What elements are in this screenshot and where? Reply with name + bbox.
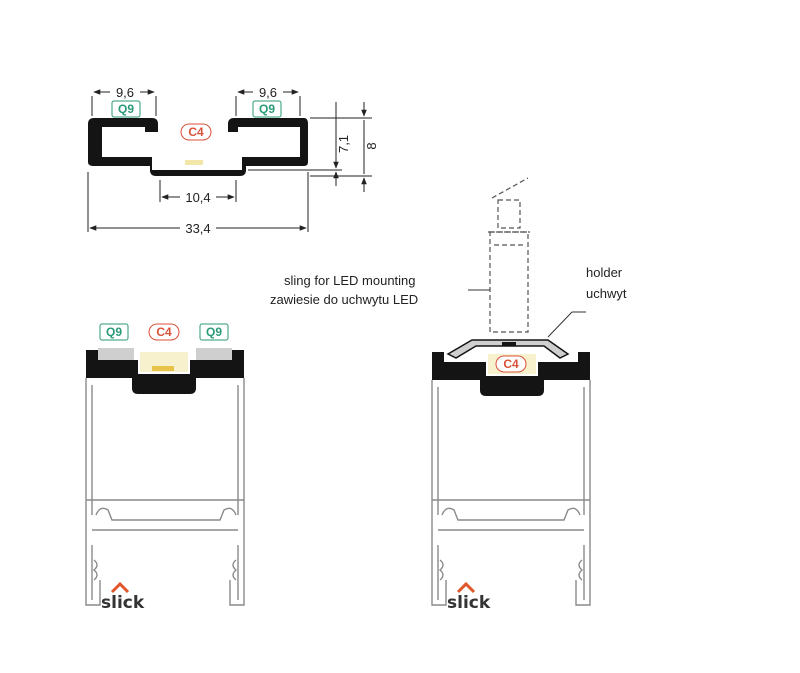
left-tag-c4-frame [148,323,180,341]
right-profile-view: sling for LED mounting zawiesie do uchwy… [270,177,627,613]
left-led-strip [152,366,174,371]
right-tag-c4: C4 [503,357,519,371]
left-profile-top [86,350,244,394]
dim-left-label: 9,6 [116,85,134,100]
right-holder [446,339,570,359]
tag-q9-left: Q9 [118,102,134,116]
tag-q9-right: Q9 [259,102,275,116]
tag-q9-right-frame [252,100,282,118]
left-brand-logo: slick [101,593,145,613]
top-led-strip [185,160,203,165]
callout-sling-pl: zawiesie do uchwytu LED [270,292,418,307]
left-tag-q9-left-frame [99,323,129,341]
right-profile-top [432,352,590,396]
callout-holder-pl: uchwyt [586,286,627,301]
left-tag-q9-right: Q9 [206,325,222,339]
dim-total-label: 33,4 [185,221,210,236]
left-tag-c4: C4 [156,325,172,339]
right-brand-logo: slick [447,593,491,613]
top-section-view: 9,6 9,6 Q9 Q9 C4 10,4 33,4 [87,85,379,236]
tag-c4-frame [180,123,212,141]
right-tag-c4-frame [495,355,527,373]
right-brand-mark-icon [456,581,476,594]
top-profile [88,118,308,176]
dim-height-inner-label: 7,1 [336,135,351,153]
dim-height-total-label: 8 [364,142,379,149]
dim-inner-label: 10,4 [185,190,210,205]
tag-c4: C4 [188,125,204,139]
callout-sling-en: sling for LED mounting [284,273,416,288]
left-tag-q9-right-frame [199,323,229,341]
left-brand-mark-icon [110,581,130,594]
callout-holder-en: holder [586,265,623,280]
dim-right-label: 9,6 [259,85,277,100]
left-profile-view: Q9 C4 Q9 slick [85,323,245,613]
tag-q9-left-frame [111,100,141,118]
left-tag-q9-left: Q9 [106,325,122,339]
